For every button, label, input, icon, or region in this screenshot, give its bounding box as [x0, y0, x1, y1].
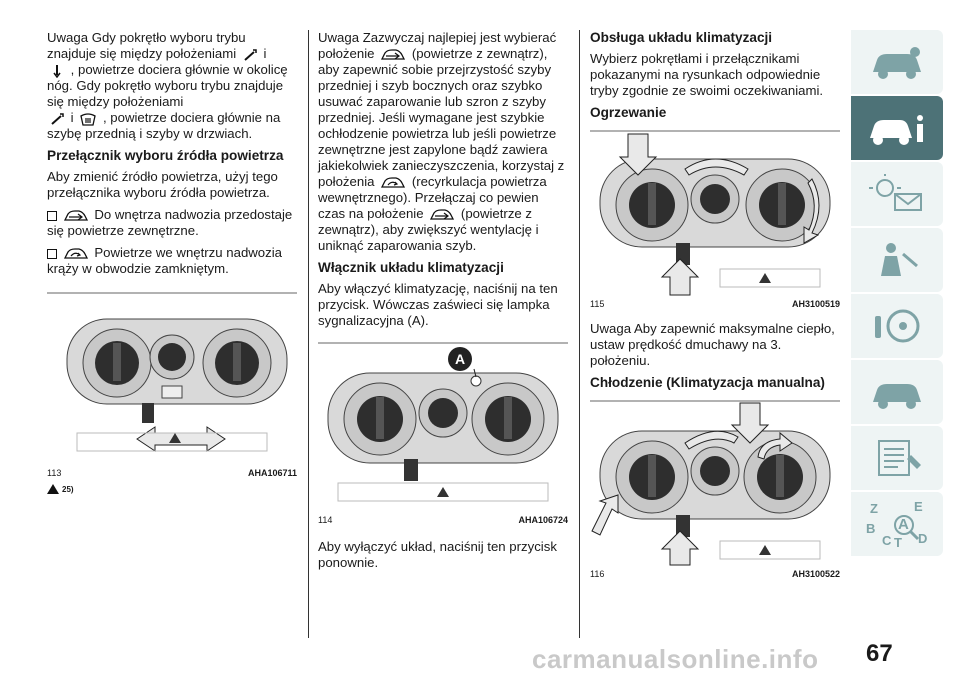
heating-heading: Ogrzewanie	[590, 105, 667, 120]
warning-icon	[47, 484, 59, 494]
feet-icon	[51, 112, 64, 125]
car-info-icon	[870, 115, 923, 145]
fresh-air-icon	[63, 210, 88, 221]
recirculation-option: Powietrze we wnętrzu nadwozia krąży w ob…	[47, 245, 282, 276]
watermark: carmanualsonline.info	[532, 644, 819, 674]
service-car-icon	[873, 384, 921, 409]
recirculation-icon	[381, 177, 406, 188]
index-letter: E	[914, 499, 923, 514]
figure-116: 116 AH3100522	[590, 399, 840, 579]
defrost-icon	[80, 112, 97, 126]
column-right: Obsługa układu klimatyzacji Wybierz pokr…	[590, 30, 840, 583]
column-middle: Uwaga Zazwyczaj najlepiej jest wybierać …	[318, 30, 568, 577]
fresh-air-icon	[381, 49, 406, 60]
recirculation-icon	[63, 248, 88, 259]
mode-note: Uwaga Gdy pokrętło wyboru trybu znajduje…	[47, 30, 288, 141]
figure-caption: 114 AHA106724	[318, 515, 568, 525]
hvac-panel-illustration	[47, 292, 297, 452]
index-letter: A	[898, 516, 909, 533]
tab-service-car[interactable]	[851, 360, 943, 424]
feet-icon	[244, 48, 257, 61]
index-letter: Z	[870, 501, 878, 516]
warning-lights-icon	[869, 174, 922, 211]
max-heat-note: Uwaga Aby zapewnić maksymalne ciepło, us…	[590, 321, 835, 368]
index-letter: C	[882, 533, 892, 548]
callout-a	[448, 347, 472, 371]
figure-115: 115 AH3100519	[590, 129, 840, 309]
figure-caption: 113 AHA106711	[47, 468, 297, 478]
note-reference: 25)	[47, 484, 297, 494]
index-icon: Z E B A C T D	[866, 499, 927, 549]
fresh-air-icon	[430, 209, 455, 220]
fresh-air-option: Do wnętrza nadwozia przedostaje się powi…	[47, 207, 293, 238]
figure-113: 113 AHA106711	[47, 291, 297, 478]
tab-steering[interactable]	[851, 294, 943, 358]
feet-icon	[53, 64, 61, 78]
airbag-icon	[881, 243, 918, 276]
column-divider	[579, 30, 580, 638]
specs-icon	[878, 440, 921, 476]
column-left: Uwaga Gdy pokrętło wyboru trybu znajduje…	[47, 30, 297, 494]
figure-caption: 116 AH3100522	[590, 569, 840, 579]
tab-airbag[interactable]	[851, 228, 943, 292]
air-source-note: Uwaga Zazwyczaj najlepiej jest wybierać …	[318, 30, 565, 253]
hvac-panel-illustration	[590, 400, 840, 566]
checkbox-icon	[47, 248, 57, 259]
hvac-panel-illustration: A	[318, 342, 568, 502]
chapter-sidebar: Z E B A C T D	[851, 30, 943, 558]
tab-index[interactable]: Z E B A C T D	[851, 492, 943, 556]
tab-specs[interactable]	[851, 426, 943, 490]
index-letter: B	[866, 521, 875, 536]
checkbox-icon	[47, 210, 57, 221]
index-letter: D	[918, 531, 927, 546]
air-source-text: Aby zmienić źródło powietrza, użyj tego …	[47, 169, 278, 200]
index-letter: T	[894, 535, 902, 549]
callout-label: A	[455, 351, 465, 367]
figure-114: A 114 AHA106724	[318, 341, 568, 525]
tab-warning-lights[interactable]	[851, 162, 943, 226]
ac-switch-heading: Włącznik układu klimatyzacji	[318, 260, 504, 275]
cooling-heading: Chłodzenie (Klimatyzacja manualna)	[590, 375, 825, 390]
climate-ops-text: Wybierz pokrętłami i przełącznikami poka…	[590, 51, 824, 98]
tab-car-info[interactable]	[851, 96, 943, 160]
ac-off-text: Aby wyłączyć układ, naciśnij ten przycis…	[318, 539, 557, 570]
steering-icon	[875, 309, 920, 343]
car-icon	[873, 47, 921, 79]
ac-switch-text: Aby włączyć klimatyzację, naciśnij na te…	[318, 281, 558, 328]
hvac-panel-illustration	[590, 130, 840, 296]
figure-caption: 115 AH3100519	[590, 299, 840, 309]
air-source-heading: Przełącznik wyboru źródła powietrza	[47, 148, 284, 163]
column-divider	[308, 30, 309, 638]
tab-car[interactable]	[851, 30, 943, 94]
climate-ops-heading: Obsługa układu klimatyzacji	[590, 30, 773, 45]
page-number: 67	[866, 640, 893, 667]
